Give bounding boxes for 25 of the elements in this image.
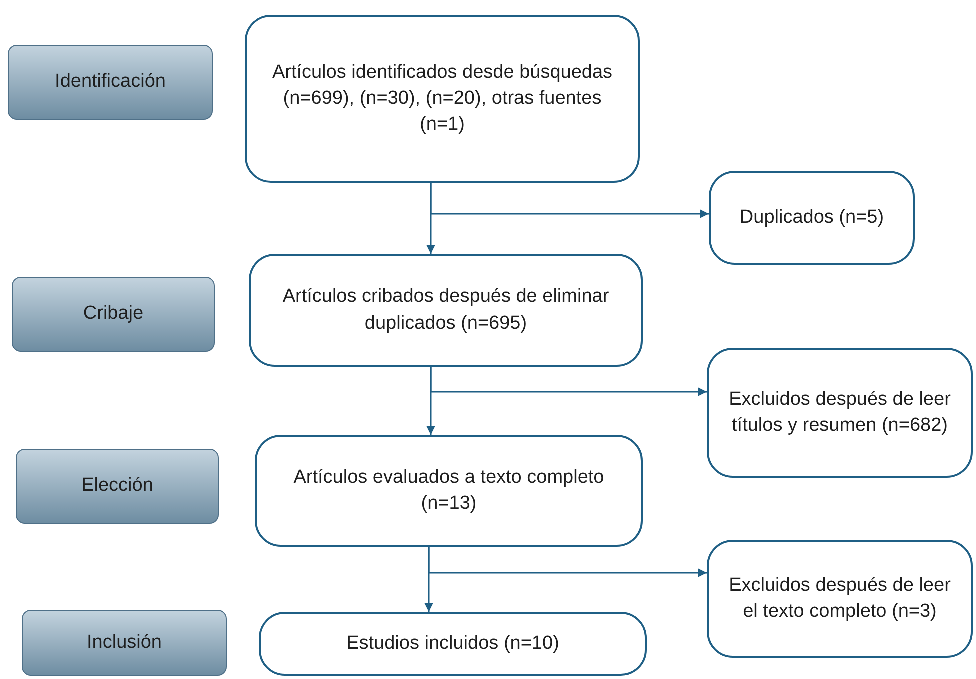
box-text: Excluidos después de leer títulos y resumen (n=682) — [728, 388, 952, 438]
arrow — [430, 367, 707, 396]
process-box — [249, 254, 643, 367]
process-box — [707, 540, 973, 658]
stage-label: Inclusión — [87, 630, 162, 655]
stage-label: Cribaje — [83, 302, 144, 326]
stage-label: Elección — [82, 474, 154, 498]
process-box — [255, 435, 643, 547]
stage-label: Identificación — [55, 70, 166, 94]
stage-box — [12, 277, 215, 352]
arrow — [430, 183, 709, 218]
box-text: Estudios incluidos (n=10) — [346, 632, 560, 656]
box-text: Excluidos después de leer el texto completo (n=3) — [728, 574, 952, 624]
stage-box — [22, 610, 227, 676]
stage-box — [16, 449, 219, 524]
process-box — [709, 171, 915, 265]
process-box — [259, 612, 647, 676]
process-box — [707, 348, 973, 478]
arrow — [428, 547, 707, 578]
box-text: Duplicados (n=5) — [740, 206, 884, 230]
box-text: Artículos evaluados a texto completo (n=13) — [292, 466, 606, 516]
stage-box — [8, 45, 213, 120]
process-box — [245, 15, 640, 183]
box-text: Artículos identificados desde búsquedas (n=699), (n=30), (n=20), otras fuentes (n=1) — [271, 60, 614, 138]
box-text: Artículos cribados después de eliminar duplicados (n=695) — [282, 285, 610, 336]
